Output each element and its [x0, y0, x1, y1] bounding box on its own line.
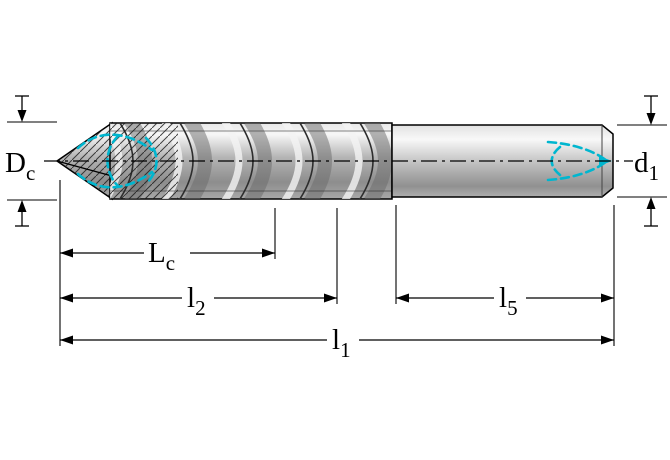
dimension-flute-length: l2: [60, 282, 337, 320]
arrowhead-down-icon: [646, 113, 656, 125]
dimension-shank-length: l5: [396, 282, 614, 320]
label-flute-length: l2: [187, 282, 206, 320]
label-plate: [144, 237, 190, 266]
arrowhead-left-icon: [396, 293, 409, 303]
label-cutting-diameter: Dc: [5, 147, 35, 185]
arrowhead-left-icon: [60, 335, 73, 345]
arrowhead-up-icon: [17, 200, 27, 212]
coolant-spiral-line: [76, 133, 154, 152]
arrowhead-right-icon: [601, 293, 614, 303]
vertical-extension-lines: [59, 180, 615, 346]
label-length-of-cut: Lc: [148, 237, 175, 275]
tip-cutting-edge: [56, 160, 113, 177]
label-plate: [494, 282, 526, 311]
coolant-spiral-line: [76, 170, 154, 189]
arrowhead-right-icon: [324, 293, 337, 303]
dimension-length-of-cut: Lc: [60, 237, 275, 275]
label-overall-length: l1: [332, 324, 351, 362]
label-plate: [182, 282, 214, 311]
coolant-spiral-line: [144, 136, 158, 186]
dimension-shank-diameter: d1: [617, 95, 667, 227]
arrowhead-up-icon: [646, 197, 656, 209]
dimension-overall-length: l1: [60, 324, 614, 362]
arrowhead-right-icon: [262, 248, 275, 258]
arrowhead-left-icon: [60, 248, 73, 258]
arrowhead-right-icon: [601, 335, 614, 345]
label-shank-length: l5: [499, 282, 518, 320]
arrowhead-left-icon: [60, 293, 73, 303]
dimension-cutting-diameter: Dc: [5, 95, 57, 227]
label-plate: [327, 324, 359, 353]
arrowhead-down-icon: [17, 110, 27, 122]
label-shank-diameter: d1: [634, 147, 659, 185]
